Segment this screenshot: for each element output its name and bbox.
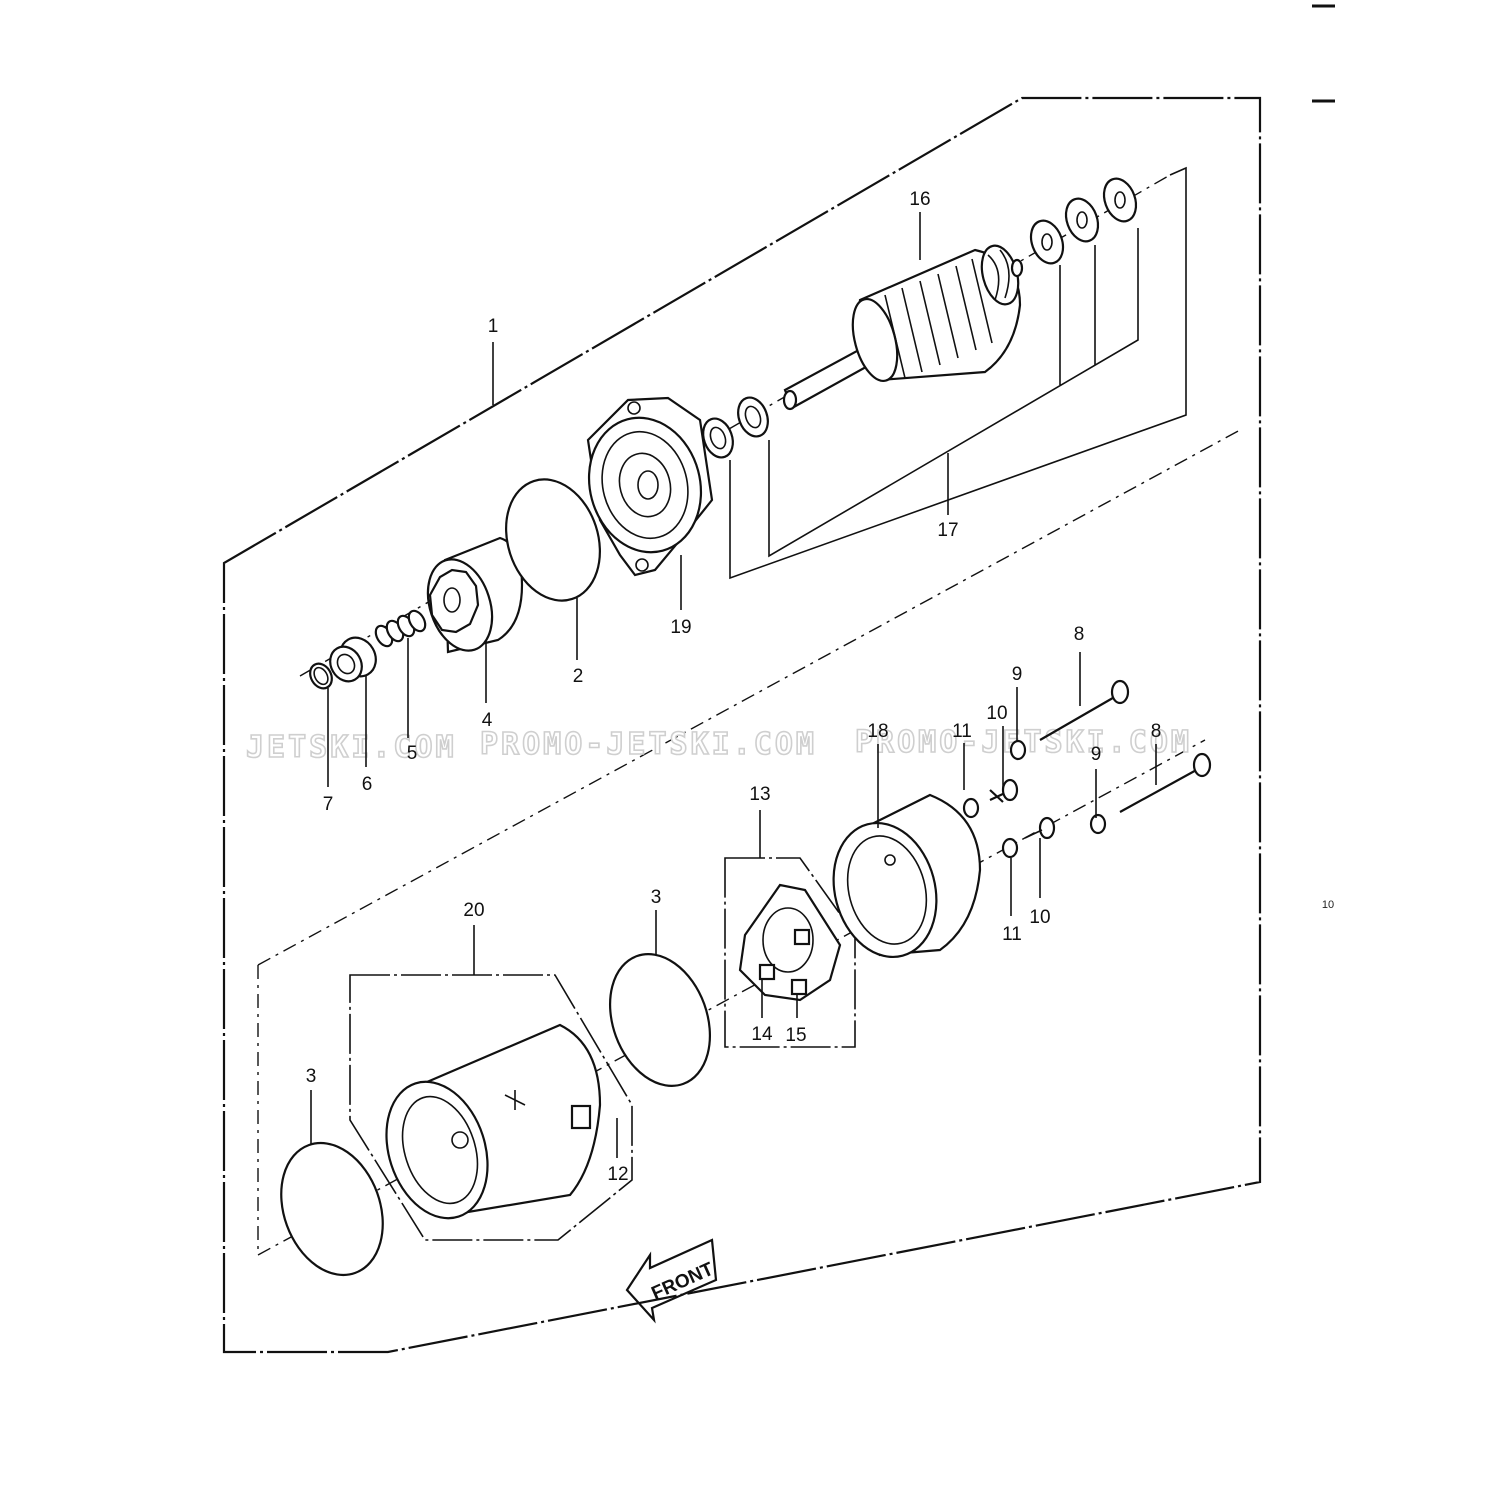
label-20: 20 xyxy=(463,900,484,921)
label-9-upper: 9 xyxy=(1012,664,1023,685)
label-5: 5 xyxy=(407,743,418,764)
shim-washers-rear xyxy=(1029,177,1138,265)
shim-washers-front xyxy=(702,396,769,459)
label-10-upper: 10 xyxy=(986,703,1007,724)
page-number: 10 xyxy=(1322,899,1334,911)
label-6: 6 xyxy=(362,774,373,795)
watermarks: JETSKI.COM PROMO-JETSKI.COM PROMO-JETSKI… xyxy=(245,724,1190,766)
armature-part xyxy=(782,244,1024,411)
label-16: 16 xyxy=(909,189,930,210)
front-arrow: FRONT xyxy=(625,1238,718,1324)
watermark-2: PROMO-JETSKI.COM xyxy=(480,727,817,762)
spring-part xyxy=(374,609,427,648)
label-11-lower: 11 xyxy=(1002,924,1022,945)
label-11-upper: 11 xyxy=(952,721,972,742)
label-12: 12 xyxy=(607,1164,628,1185)
rear-cover-part xyxy=(832,793,982,959)
o-ring-part-3-left xyxy=(280,1141,384,1277)
label-18: 18 xyxy=(867,721,888,742)
label-19: 19 xyxy=(670,617,691,638)
label-14: 14 xyxy=(751,1024,773,1045)
stopper-collar-part xyxy=(329,636,377,683)
brush-holder-part xyxy=(738,883,842,1002)
o-ring-part-2 xyxy=(505,478,601,602)
bracket-13 xyxy=(724,857,856,1048)
label-9-lower: 9 xyxy=(1091,744,1102,765)
bracket-17-inner xyxy=(768,228,1139,558)
part-labels: 1 2 3 3 4 5 6 7 8 8 9 9 10 10 11 11 12 1… xyxy=(306,189,1162,1185)
label-3-left: 3 xyxy=(306,1066,317,1087)
through-bolts xyxy=(1039,679,1212,813)
label-1: 1 xyxy=(488,316,499,337)
label-4: 4 xyxy=(482,710,493,731)
snap-ring-part xyxy=(309,662,333,690)
o-ring-part-3-right xyxy=(608,953,712,1087)
label-13: 13 xyxy=(749,784,770,805)
front-arrow-label: FRONT xyxy=(648,1259,717,1305)
watermark-1: JETSKI.COM xyxy=(246,730,457,765)
label-3-right: 3 xyxy=(651,887,662,908)
bracket-20 xyxy=(349,974,633,1241)
leader-lines xyxy=(310,212,1157,1158)
small-fasteners xyxy=(962,739,1107,859)
corner-marks xyxy=(1312,4,1335,103)
front-cover-part xyxy=(586,396,714,577)
bracket-17 xyxy=(729,166,1187,580)
assembly-boundary xyxy=(222,96,1262,1354)
yoke-assembly-part xyxy=(385,1023,602,1220)
label-17: 17 xyxy=(937,520,958,541)
label-2: 2 xyxy=(573,666,584,687)
clutch-pinion-part xyxy=(426,536,524,654)
label-7: 7 xyxy=(323,794,334,815)
label-8-lower: 8 xyxy=(1151,721,1162,742)
label-15: 15 xyxy=(785,1025,806,1046)
label-10-lower: 10 xyxy=(1029,907,1050,928)
label-8-upper: 8 xyxy=(1074,624,1085,645)
